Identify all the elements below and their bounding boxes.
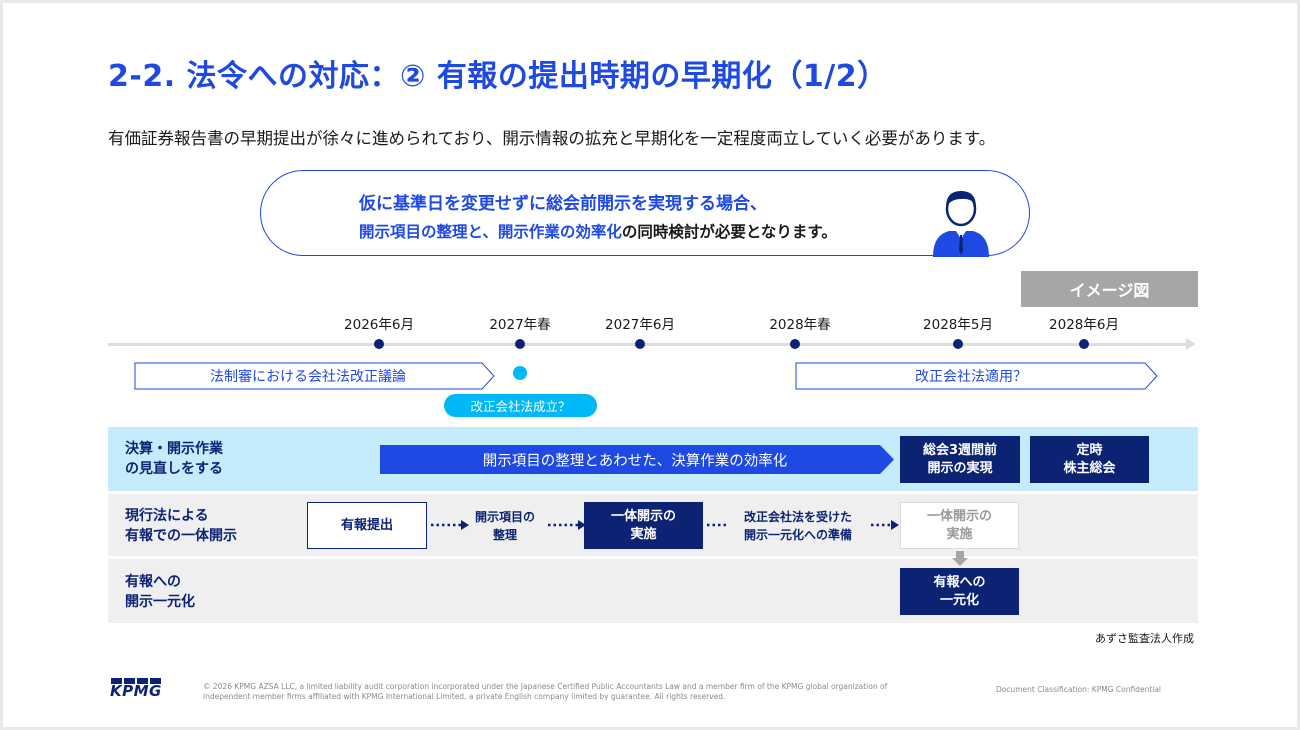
box-unified-line2: 一元化 <box>939 592 979 608</box>
efficiency-arrow-label: 開示項目の整理とあわせた、決算作業の効率化 <box>482 453 788 470</box>
timeline-axis <box>108 343 1188 346</box>
timeline-date: 2028年5月 <box>923 317 993 333</box>
step-prepare-line2: 開示一元化への準備 <box>743 528 852 542</box>
row-unification: 有報への 開示一元化 <box>108 559 1198 623</box>
timeline-dot <box>515 339 525 349</box>
timeline-dot <box>1079 339 1089 349</box>
timeline-date: 2026年6月 <box>344 317 414 333</box>
timeline-date: 2027年6月 <box>605 317 675 333</box>
row-current-law-label: 現行法による 有報での一体開示 <box>125 506 237 546</box>
row-review-label-line2: の見直しをする <box>125 461 223 477</box>
document-classification: Document Classification: KPMG Confidenti… <box>996 685 1162 694</box>
callout-line-2-highlight: 開示項目の整理と、開示作業の効率化 <box>359 223 622 241</box>
callout-line-2: 開示項目の整理と、開示作業の効率化の同時検討が必要となります。 <box>359 220 837 242</box>
step-organize-items-line1: 開示項目の <box>474 510 535 524</box>
kpmg-logo: KPMG <box>110 682 162 700</box>
milestone-badge: 改正会社法成立？ <box>444 394 597 417</box>
box-unified-report: 有報への一元化 <box>900 568 1019 615</box>
timeline-arrowhead <box>1186 338 1196 350</box>
box-integrated-line1: 一体開示の <box>610 508 676 524</box>
row-review-label: 決算・開示作業 の見直しをする <box>125 439 223 479</box>
row-unification-label-line1: 有報への <box>125 574 181 590</box>
box-agm-line2: 株主総会 <box>1063 460 1116 476</box>
callout-box: 仮に基準日を変更せずに総会前開示を実現する場合、 開示項目の整理と、開示作業の効… <box>260 170 1030 257</box>
timeline-date: 2028年6月 <box>1049 317 1119 333</box>
step-prepare-unification: 改正会社法を受けた開示一元化への準備 <box>731 508 865 544</box>
row-unification-label-line2: 開示一元化 <box>125 594 195 610</box>
box-agm-line1: 定時 <box>1076 442 1103 458</box>
down-arrow-icon <box>952 551 968 566</box>
efficiency-arrow <box>380 445 894 474</box>
timeline-dot <box>953 339 963 349</box>
page-title: 2-2. 法令への対応：② 有報の提出時期の早期化（1/2） <box>108 59 888 94</box>
milestone-dot <box>513 366 527 380</box>
dotted-connector <box>707 523 727 527</box>
box-integrated-disclosure: 一体開示の実施 <box>584 502 703 549</box>
box-3weeks-line1: 総会3週間前 <box>922 442 998 458</box>
chevron-law-discussion <box>134 362 495 390</box>
dotted-arrow <box>431 520 469 530</box>
person-icon <box>933 191 989 257</box>
timeline-dot <box>790 339 800 349</box>
chevron-law-application <box>795 362 1158 390</box>
timeline-dot <box>635 339 645 349</box>
image-label: イメージ図 <box>1021 271 1198 307</box>
dotted-arrow <box>548 520 586 530</box>
step-prepare-line1: 改正会社法を受けた <box>743 510 852 524</box>
box-ghost-line1: 一体開示の <box>926 508 992 524</box>
callout-line-2-rest: の同時検討が必要となります。 <box>621 223 837 241</box>
row-current-law-label-line2: 有報での一体開示 <box>125 528 237 544</box>
timeline-dot <box>374 339 384 349</box>
box-integrated-disclosure-ghost: 一体開示の実施 <box>900 502 1019 549</box>
copyright-text: © 2026 KPMG AZSA LLC, a limited liabilit… <box>203 682 888 701</box>
step-organize-items-line2: 整理 <box>492 528 517 542</box>
page-subtitle: 有価証券報告書の早期提出が徐々に進められており、開示情報の拡充と早期化を一定程度… <box>108 129 996 148</box>
dotted-arrow <box>871 520 899 530</box>
chevron-law-application-label: 改正会社法適用？ <box>915 369 1027 385</box>
chevron-law-discussion-label: 法制審における会社法改正議論 <box>210 369 406 385</box>
callout-line-1: 仮に基準日を変更せずに総会前開示を実現する場合、 <box>359 194 767 214</box>
row-current-law-label-line1: 現行法による <box>125 508 209 524</box>
kpmg-logo-bars <box>111 678 161 684</box>
timeline-date: 2028年春 <box>769 317 831 333</box>
box-agm: 定時株主総会 <box>1030 436 1149 483</box>
box-ghost-line2: 実施 <box>946 526 973 542</box>
box-unified-line1: 有報への <box>933 574 986 590</box>
source-credit: あずさ監査法人作成 <box>1095 632 1194 645</box>
slide: 2-2. 法令への対応：② 有報の提出時期の早期化（1/2） 有価証券報告書の早… <box>3 3 1297 727</box>
step-organize-items: 開示項目の整理 <box>467 508 543 544</box>
timeline-date: 2027年春 <box>489 317 551 333</box>
box-3weeks-line2: 開示の実現 <box>927 460 993 476</box>
box-report-submission: 有報提出 <box>307 502 427 549</box>
row-review-label-line1: 決算・開示作業 <box>125 441 223 457</box>
box-integrated-line2: 実施 <box>630 526 657 542</box>
box-3weeks-disclosure: 総会3週間前開示の実現 <box>900 436 1020 483</box>
row-unification-label: 有報への 開示一元化 <box>125 572 195 612</box>
